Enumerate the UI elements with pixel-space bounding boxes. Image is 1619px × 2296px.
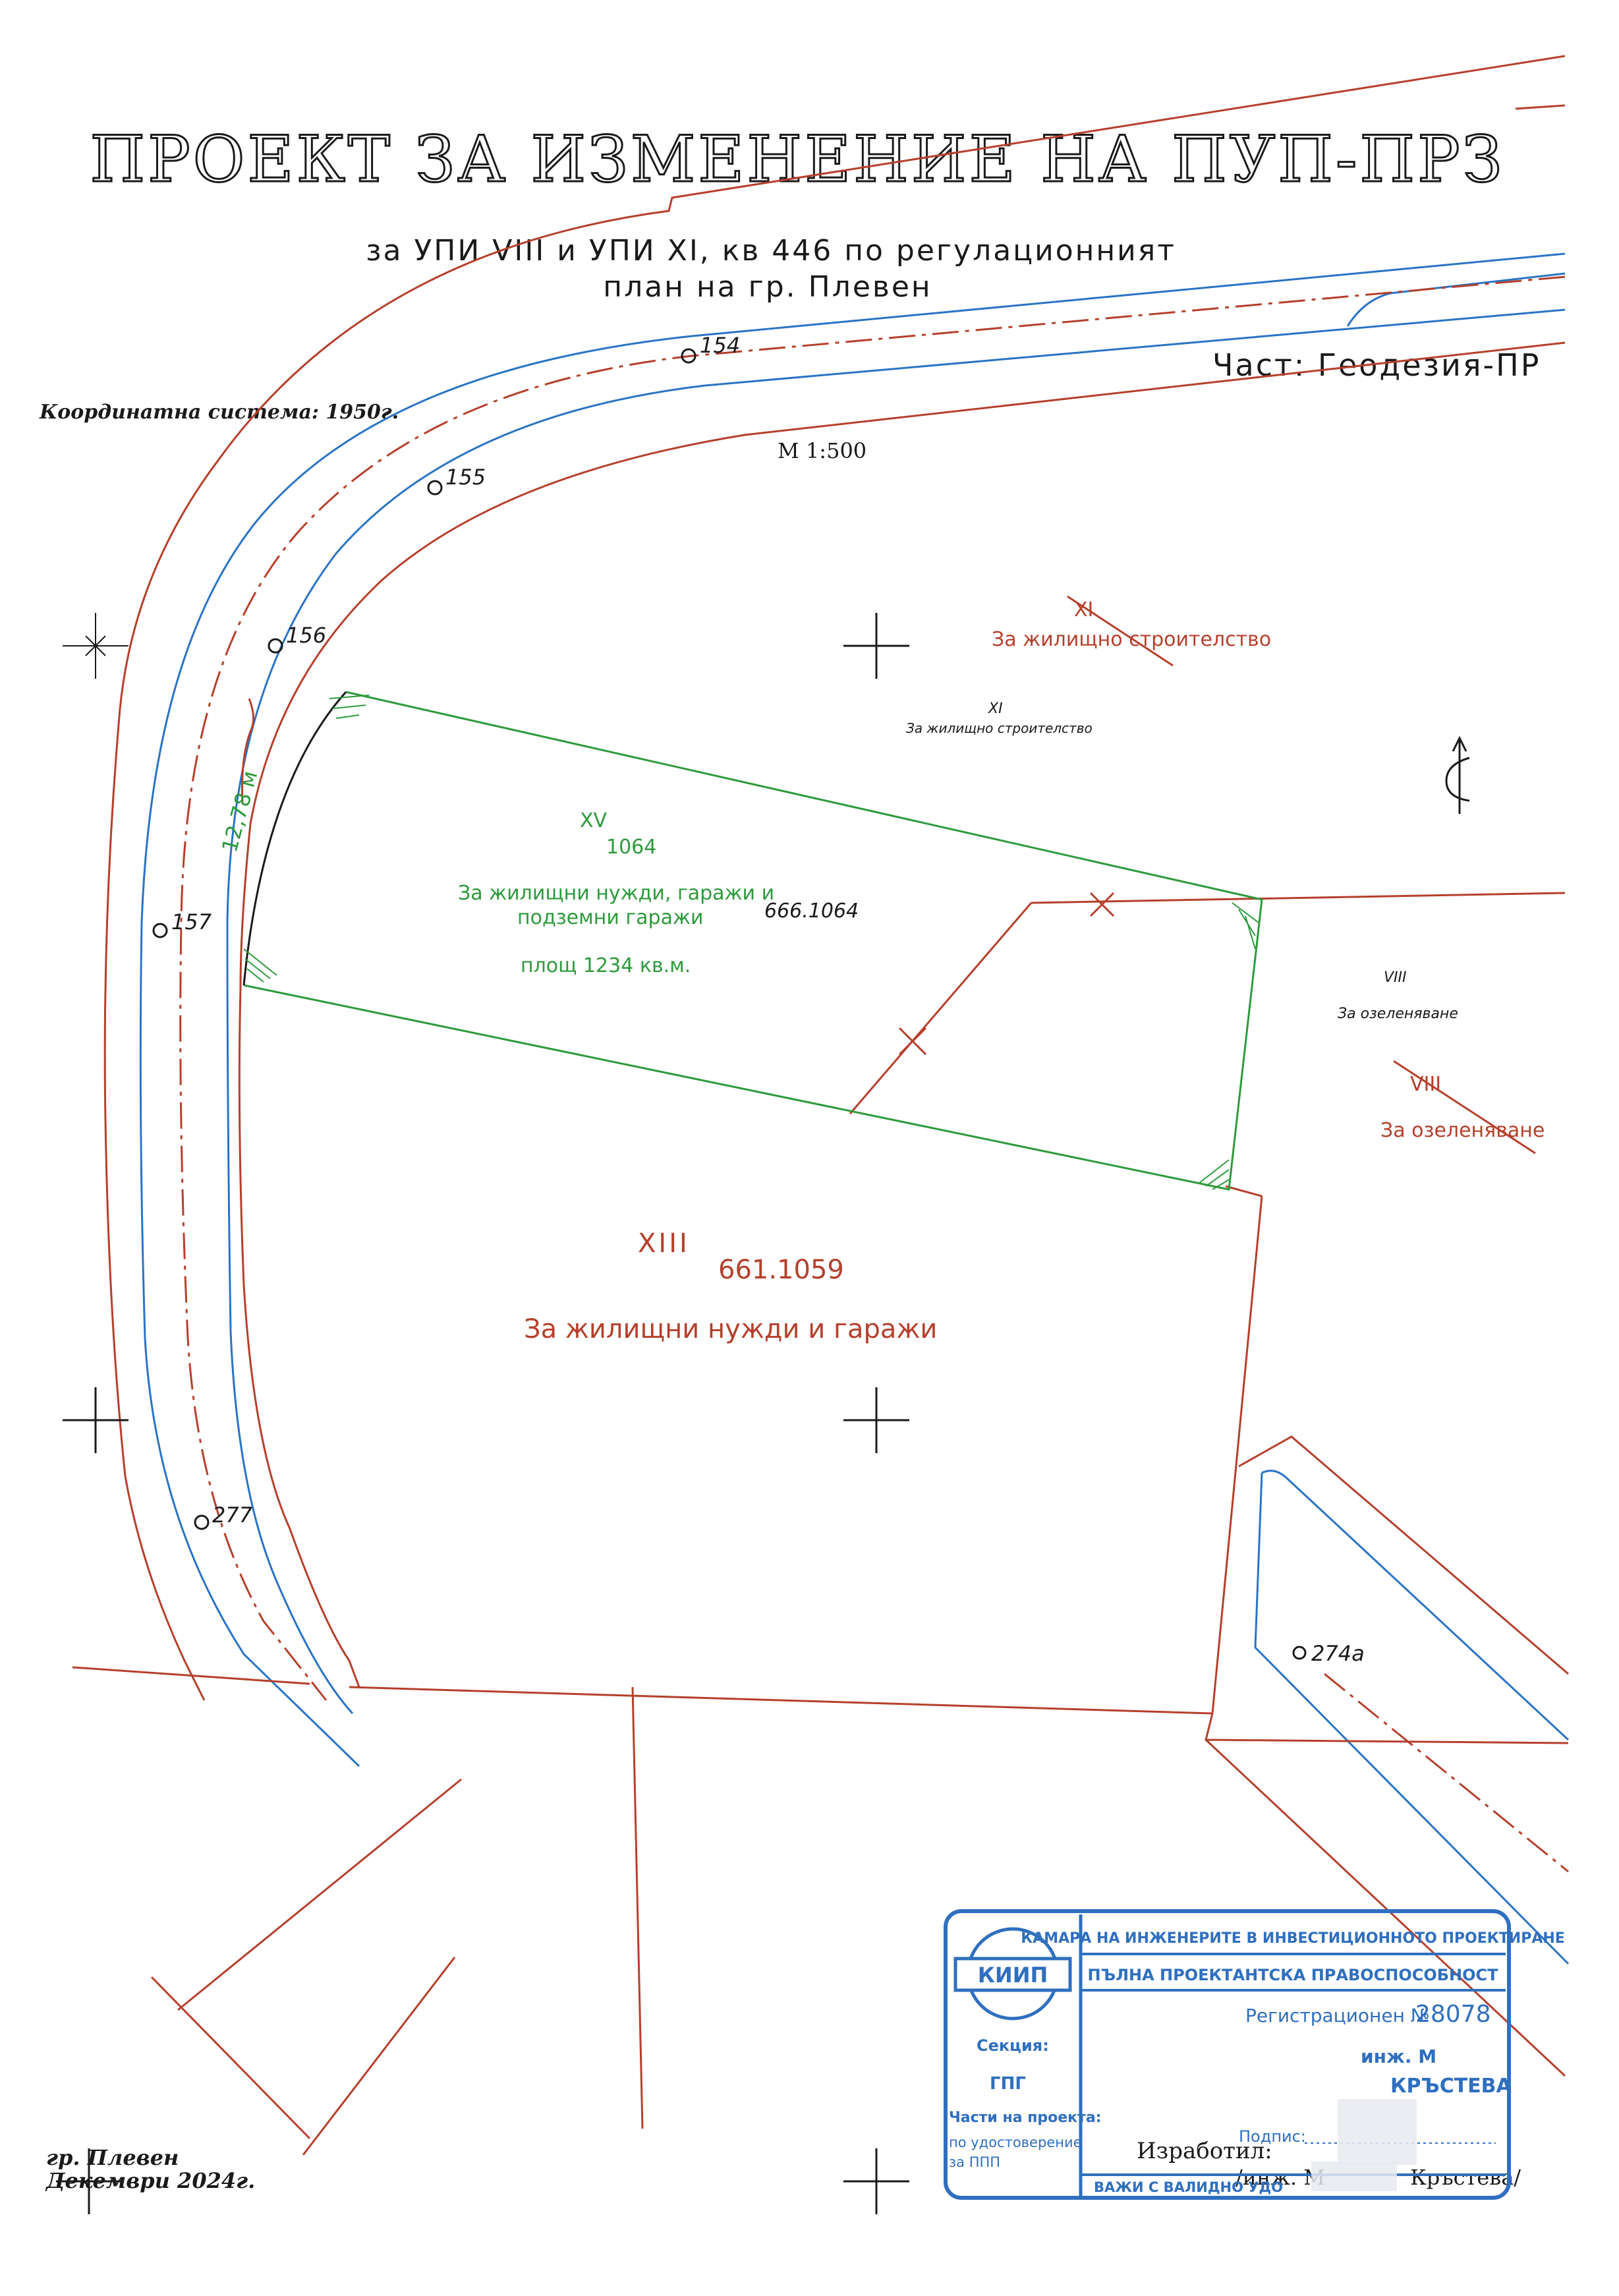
map-scale: М 1:500 xyxy=(778,438,866,463)
parcel-xv-label: XV 1064 За жилищни нужди, гаражи и подзе… xyxy=(458,809,774,977)
stamp-section-label: Секция: xyxy=(977,2036,1049,2055)
stamp-chamber: КАМАРА НА ИНЖЕНЕРИТЕ В ИНВЕСТИЦИОННОТО П… xyxy=(1021,1930,1565,1947)
stamp-eng-surname: КРЪСТЕВА xyxy=(1390,2075,1512,2098)
street-axis xyxy=(179,275,1566,1701)
point-label-155: 155 xyxy=(445,465,486,490)
parcel-xv-use-2: подземни гаражи xyxy=(517,906,704,929)
footer-place-date: гр. Плевен Декември 2024г. xyxy=(45,2145,255,2193)
stamp-logo-text: КИИП xyxy=(978,1963,1048,1988)
point-label-154: 154 xyxy=(700,333,740,358)
survey-point-156 xyxy=(268,638,283,654)
parcel-xv-use-1: За жилищни нужди, гаражи и xyxy=(458,882,774,905)
parcel-viii-new-label: VIII За озеленяване xyxy=(1338,969,1458,1022)
stamp-logo-icon: КИИП xyxy=(953,1927,1072,2021)
parcel-xi-old-number: XI xyxy=(1074,598,1093,621)
stamp-parts-value-2: за ППП xyxy=(949,2154,1000,2170)
parcel-xi-old-label: XI За жилищно строителство xyxy=(992,598,1271,651)
engineer-stamp: КАМАРА НА ИНЖЕНЕРИТЕ В ИНВЕСТИЦИОННОТО П… xyxy=(944,1909,1565,2200)
point-label-274a: 274а xyxy=(1311,1641,1365,1666)
parcel-xv-id: 1064 xyxy=(606,836,656,859)
parcel-xv-area: площ 1234 кв.м. xyxy=(521,954,691,977)
project-subtitle-2: план на гр. Плевен xyxy=(603,270,932,304)
stamp-parts-label: Части на проекта: xyxy=(949,2109,1102,2126)
parcel-xiii-label: XIII 661.1059 За жилищни нужди и гаражи xyxy=(524,1228,937,1344)
survey-point-labels: 154 155 156 157 277 274а xyxy=(171,333,1365,1666)
stamp-eng-name: инж. М xyxy=(1361,2046,1436,2067)
stamp-section-value: ГПГ xyxy=(990,2074,1026,2094)
survey-point-277 xyxy=(194,1514,210,1530)
street-axis-right xyxy=(1324,1673,1569,1873)
parcel-viii-old-number: VIII xyxy=(1410,1073,1441,1096)
stamp-reg-label: Регистрационен № xyxy=(1245,2005,1430,2026)
stamp-frame xyxy=(944,1909,1511,2200)
parcel-viii-new-number: VIII xyxy=(1384,969,1407,986)
parcel-xv-boundary xyxy=(243,691,1263,1191)
prepared-by-label: Изработил: xyxy=(1137,2138,1272,2164)
stamp-validity: ВАЖИ С ВАЛИДНО УДО xyxy=(1094,2179,1283,2195)
survey-points xyxy=(152,348,1307,1660)
project-title: ПРОЕКТ ЗА ИЗМЕНЕНИЕ НА ПУП-ПРЗ xyxy=(90,123,1504,196)
point-label-156: 156 xyxy=(286,623,326,648)
redacted-area-2 xyxy=(1311,2162,1397,2191)
engineer-name-tail: Кръстева/ xyxy=(1410,2165,1521,2190)
parcel-viii-old-use: За озеленяване xyxy=(1380,1119,1545,1142)
parcel-xv-arc xyxy=(242,691,347,986)
parcel-xi-new-label: XI За жилищно строителство xyxy=(906,701,1093,736)
redacted-area xyxy=(1338,2099,1417,2165)
coordinate-system: Координатна система: 1950г. xyxy=(39,401,399,424)
survey-point-155 xyxy=(427,480,443,496)
stamp-capacity: ПЪЛНА ПРОЕКТАНТСКА ПРАВОСПОСОБНОСТ xyxy=(1087,1966,1498,1984)
parcel-viii-old-label: VIII За озеленяване xyxy=(1380,1073,1545,1142)
corner-hatch xyxy=(243,695,1259,1190)
project-subtitle: за УПИ VIII и УПИ XI, кв 446 по регулаци… xyxy=(366,234,1176,268)
grid-crosses xyxy=(56,613,909,2214)
footer-city: гр. Плевен xyxy=(46,2145,179,2170)
parcel-xiii-id: 661.1059 xyxy=(718,1255,844,1285)
parcel-xiii-use: За жилищни нужди и гаражи xyxy=(524,1314,937,1344)
street-width-label: 12,78 м xyxy=(217,768,262,855)
stamp-reg-number: 28078 xyxy=(1415,2001,1491,2028)
parcel-xi-new-use: За жилищно строителство xyxy=(906,720,1093,736)
parcel-xv-cadastral: 666.1064 xyxy=(764,900,859,923)
survey-point-154 xyxy=(681,348,696,364)
survey-point-274a xyxy=(1292,1646,1307,1660)
parcel-xi-old-use: За жилищно строителство xyxy=(992,628,1271,651)
parcel-xv-number: XV xyxy=(580,809,608,832)
point-label-277: 277 xyxy=(212,1503,253,1528)
cancelled-lines xyxy=(898,595,1536,1155)
parcel-viii-new-use: За озеленяване xyxy=(1338,1006,1458,1022)
footer-date: Декември 2024г. xyxy=(45,2168,255,2193)
engineer-name: /инж. М xyxy=(1236,2165,1325,2190)
stamp-signature-label: Подпис: xyxy=(1239,2127,1306,2146)
survey-point-157 xyxy=(152,923,168,938)
point-label-157: 157 xyxy=(171,909,212,934)
parcel-xi-new-number: XI xyxy=(988,701,1003,717)
north-arrow-icon xyxy=(1445,735,1470,814)
parcel-xiii-number: XIII xyxy=(638,1228,690,1259)
regulation-lines xyxy=(72,55,1569,2156)
stamp-parts-value-1: по удостоверение xyxy=(949,2135,1082,2150)
